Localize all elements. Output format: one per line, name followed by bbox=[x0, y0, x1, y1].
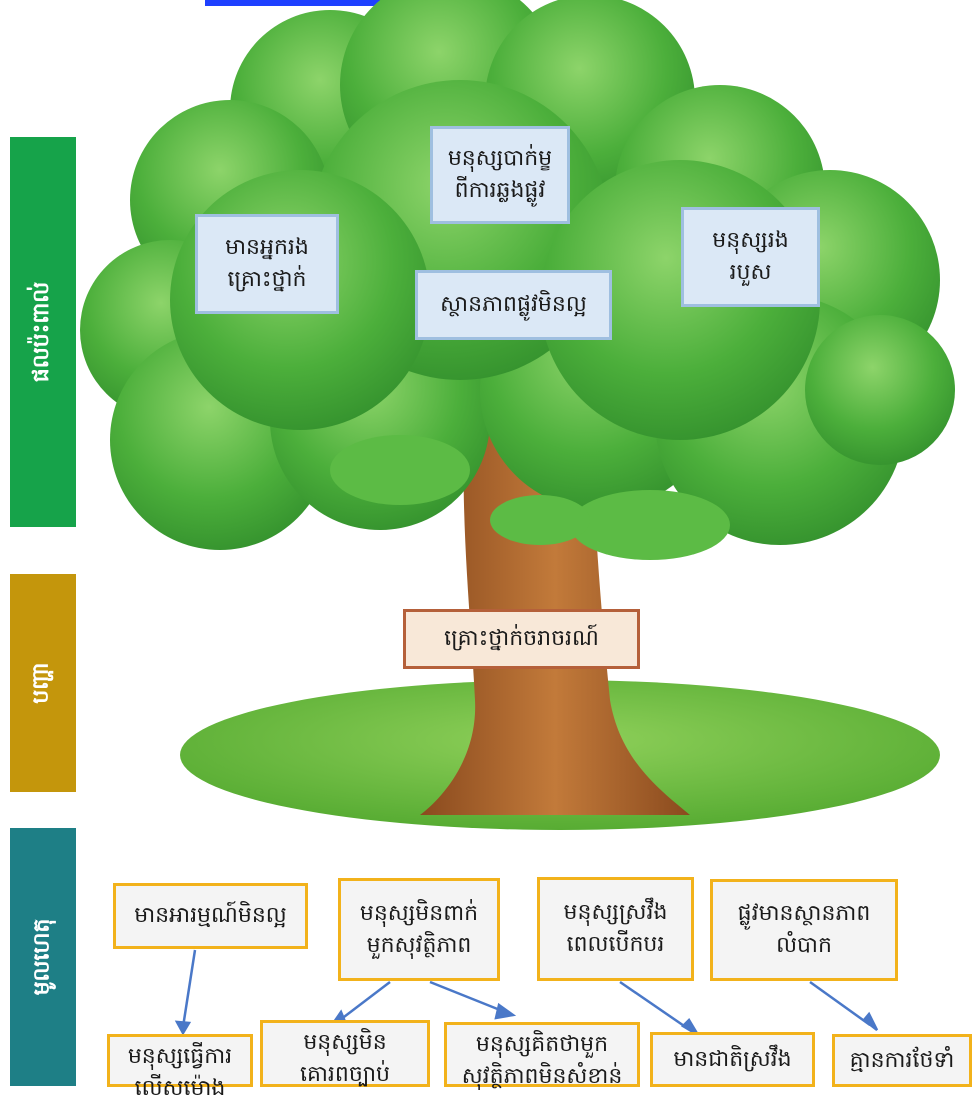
cause-helmet-unimportant: មនុស្សគិតថាមួក សុវត្ថិភាពមិនសំខាន់ bbox=[444, 1022, 640, 1089]
cause-bad-mood: មានអារម្មណ៍មិនល្អ bbox=[113, 883, 308, 949]
cause-overtime: មនុស្សធ្វើការ លើសម៉ោង bbox=[107, 1034, 253, 1101]
effects-label: ផលប៉ះពាល់ bbox=[10, 137, 76, 527]
leaf-clusters bbox=[330, 435, 730, 560]
effect-crossing-injury: មនុស្សបាក់ម្ខ ពីការឆ្លងផ្លូវ bbox=[430, 126, 570, 224]
cause-alcohol: មានជាតិស្រវឹង bbox=[650, 1032, 815, 1087]
effect-victims: មានអ្នករង គ្រោះថ្នាក់ bbox=[195, 214, 339, 314]
cause-no-helmet: មនុស្សមិនពាក់ មួកសុវត្ថិភាព bbox=[338, 878, 500, 981]
problem-label: បញ្ហា bbox=[10, 574, 76, 792]
effect-bad-roads: ស្ថានភាពផ្លូវមិនល្អ bbox=[415, 270, 612, 340]
cause-no-maintenance: គ្មានការថែទាំ bbox=[832, 1034, 972, 1087]
problem-box: គ្រោះថ្នាក់ចរាចរណ៍ bbox=[403, 609, 640, 669]
cause-drunk-driving: មនុស្សស្រវឹង ពេលបើកបរ bbox=[537, 877, 694, 981]
cause-hard-roads: ផ្លូវមានស្ថានភាព លំបាក bbox=[710, 879, 898, 981]
cause-arrows bbox=[174, 949, 879, 1037]
tree-trunk bbox=[420, 340, 690, 815]
effect-wounded: មនុស្សរង របួស bbox=[681, 207, 820, 307]
header-strip bbox=[205, 0, 495, 6]
causes-label: មូលហេតុ bbox=[10, 828, 76, 1086]
cause-disobey-law: មនុស្សមិន គោរពច្បាប់ bbox=[260, 1020, 430, 1087]
